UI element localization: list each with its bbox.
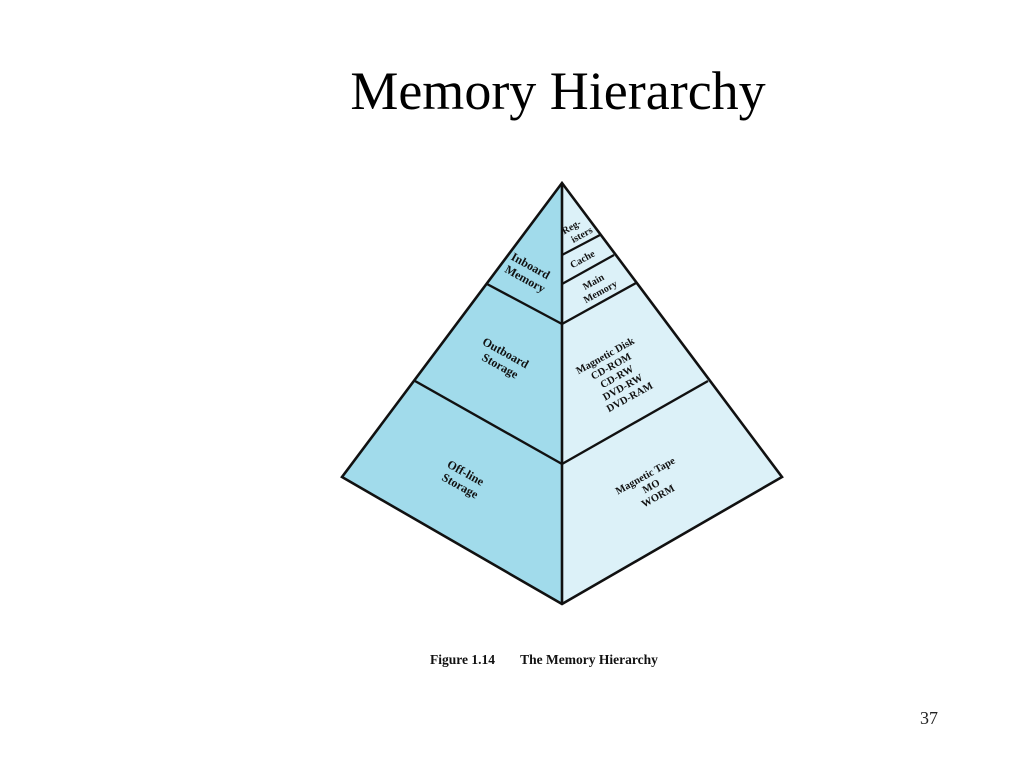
left-divider-inboard (486, 282, 563, 326)
right-divider-cache (561, 254, 615, 285)
slide-title: Memory Hierarchy (350, 61, 766, 121)
left-divider-outboard (414, 379, 563, 466)
figure-caption: Figure 1.14 The Memory Hierarchy (430, 652, 658, 668)
right-divider-registers (561, 234, 601, 256)
figure-caption-title: The Memory Hierarchy (520, 652, 658, 667)
pyramid-left-face (342, 183, 562, 604)
right-divider-main-memory (561, 281, 637, 326)
right-divider-outboard (561, 379, 709, 466)
figure-caption-number: Figure 1.14 (430, 652, 495, 667)
page-number: 37 (920, 708, 938, 728)
pyramid-right-face (562, 183, 782, 604)
